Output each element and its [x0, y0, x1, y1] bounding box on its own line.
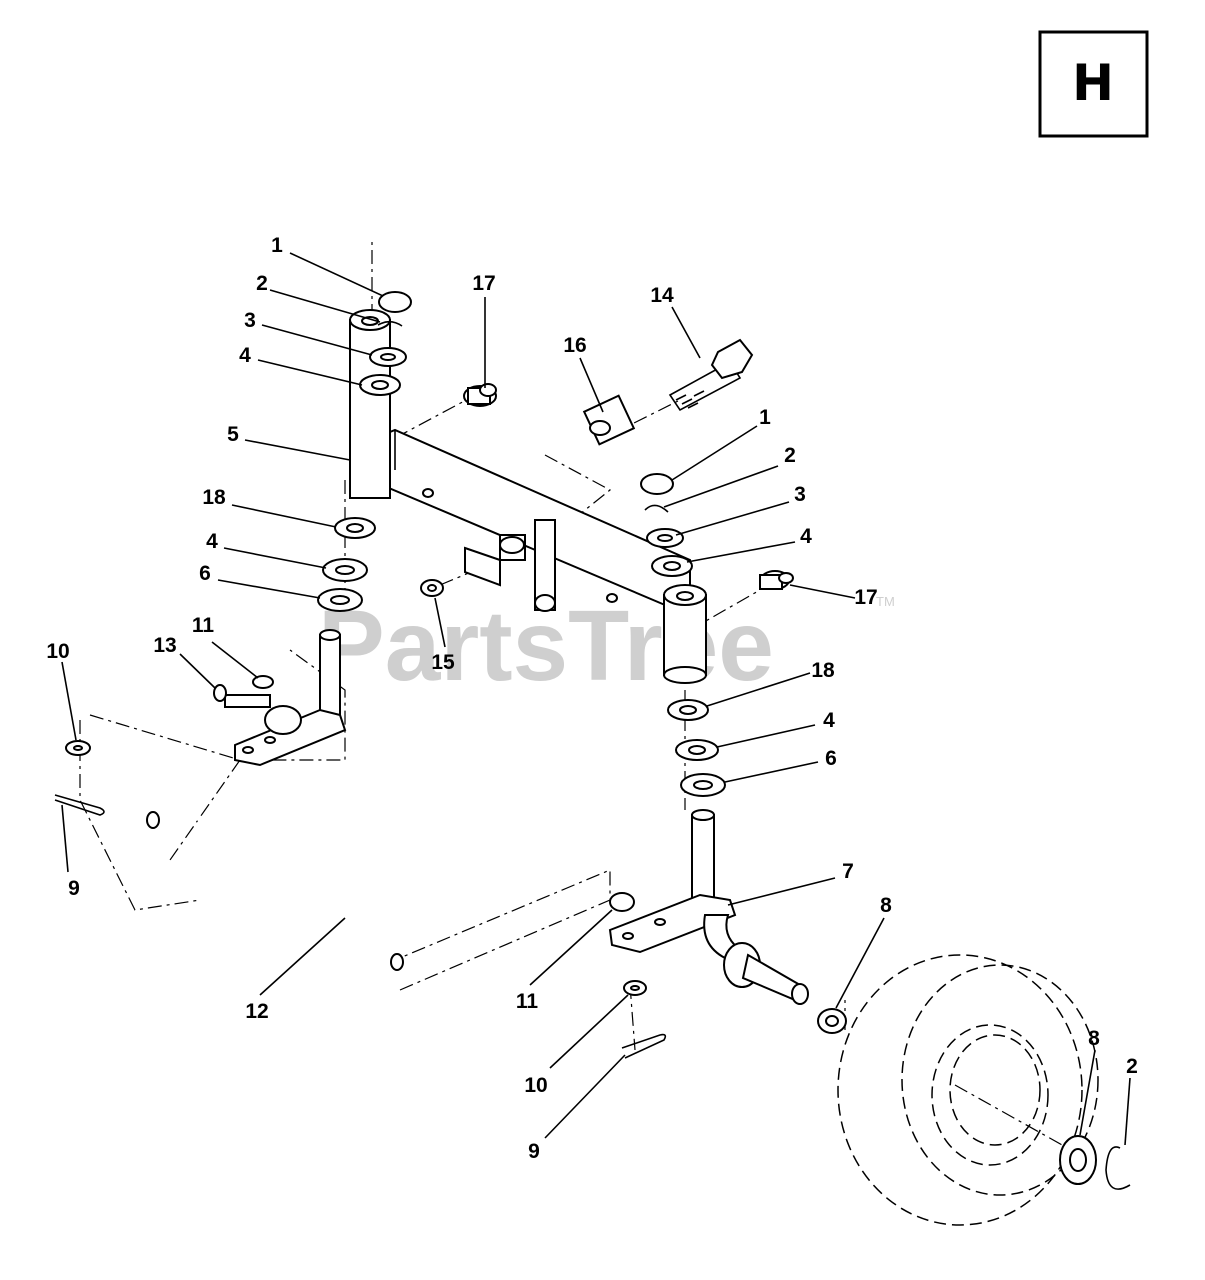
- left-stack-parts: [317, 291, 412, 612]
- callout-left-cotter-9: 9: [68, 877, 80, 900]
- callout-wheel-washer-8: 8: [1088, 1027, 1100, 1050]
- callout-right-cotter-10: 10: [524, 1074, 547, 1097]
- left-spindle-tube: [349, 309, 391, 499]
- right-steering-spindle: [608, 809, 847, 1034]
- callout-nut-15: 15: [431, 651, 455, 674]
- callout-labels: 1 2 3 4 5 18 4 6 10 9 13 11 12 17 16 14 …: [46, 234, 1138, 1163]
- wheel-outline: [837, 954, 1131, 1226]
- callout-right-nut-11: 11: [516, 990, 539, 1013]
- axle-beam: [369, 428, 691, 612]
- callout-left-clip: 2: [256, 272, 268, 295]
- tie-rod: [146, 794, 404, 971]
- left-steering-spindle: [213, 629, 347, 767]
- callout-wheel-clip-2: 2: [1126, 1055, 1138, 1078]
- callout-left-cap: 1: [271, 234, 283, 257]
- callout-left-washer-18: 18: [202, 486, 226, 509]
- section-letter: H: [1072, 54, 1114, 112]
- callout-left-washer-6: 6: [199, 562, 211, 585]
- callout-bolt-14: 14: [650, 284, 674, 307]
- callout-left-cotter-10: 10: [46, 640, 69, 663]
- left-cotter-parts: [54, 740, 105, 816]
- right-stack-parts: [640, 473, 794, 797]
- callout-left-washer-3: 3: [244, 309, 256, 332]
- watermark: PartsTree TM: [318, 590, 895, 702]
- callout-left-washer-4: 4: [239, 344, 251, 367]
- callout-right-washer-4b: 4: [823, 709, 835, 732]
- callout-right-washer-18: 18: [811, 659, 835, 682]
- callout-right-cap: 1: [759, 406, 771, 429]
- right-lower-parts: [609, 892, 667, 1059]
- watermark-trademark: TM: [876, 594, 895, 609]
- callout-right-clip: 2: [784, 444, 796, 467]
- callout-left-bolt-13: 13: [153, 634, 176, 657]
- callout-right-washer-4: 4: [800, 525, 812, 548]
- callout-right-washer-3: 3: [794, 483, 806, 506]
- leader-lines: [61, 252, 1131, 1146]
- callout-left-spindle-tube: 5: [227, 423, 239, 446]
- callout-top-fitting-17: 17: [472, 272, 495, 295]
- callout-left-nut-11: 11: [192, 614, 215, 637]
- right-spindle-tube: [663, 584, 707, 684]
- callout-right-cotter-9: 9: [528, 1140, 540, 1163]
- callout-left-washer-4b: 4: [206, 530, 218, 553]
- section-letter-box: H: [1038, 30, 1149, 138]
- callout-right-washer-6: 6: [825, 747, 837, 770]
- callout-right-fitting-17: 17: [854, 586, 877, 609]
- callout-right-spindle-7: 7: [842, 860, 854, 883]
- callout-spacer-16: 16: [563, 334, 586, 357]
- callout-tie-rod-12: 12: [245, 1000, 268, 1023]
- callout-right-washer-8: 8: [880, 894, 892, 917]
- top-fittings: [420, 338, 754, 597]
